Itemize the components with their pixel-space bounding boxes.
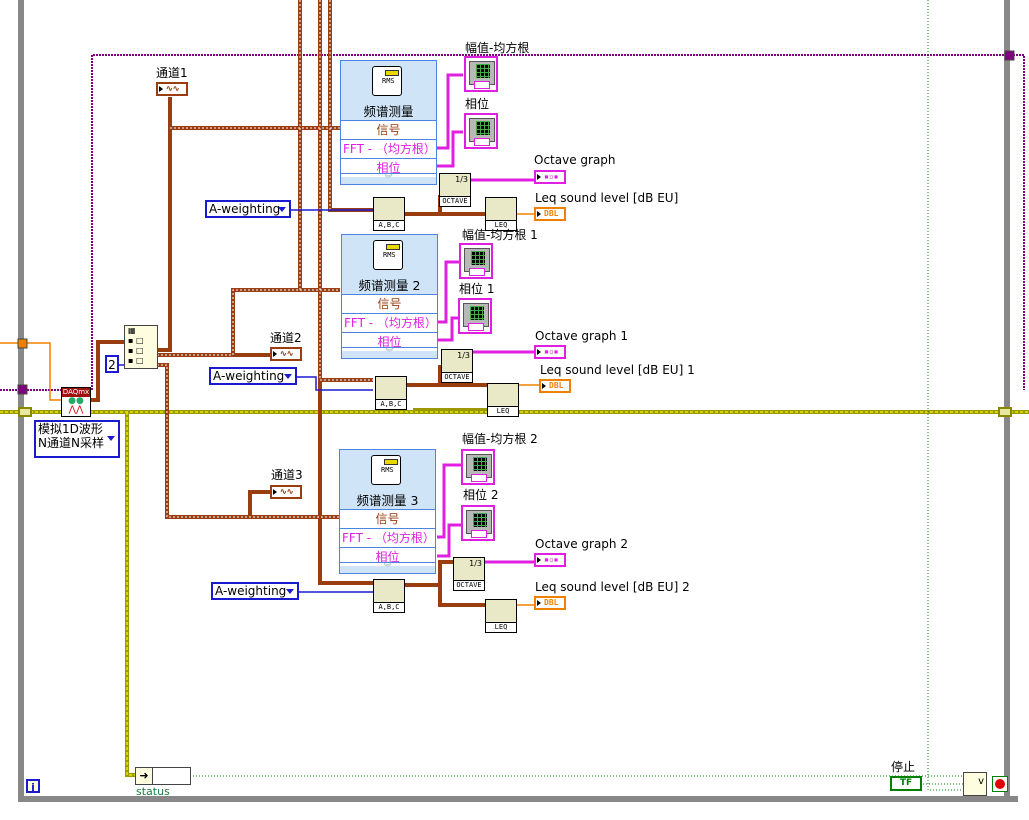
leq-vi-1[interactable]: LEQ xyxy=(485,197,517,231)
channel3-label: 通道3 xyxy=(271,468,303,482)
leq-vi-2[interactable]: LEQ xyxy=(487,383,519,417)
express-title: 频谱测量 3 xyxy=(356,493,419,508)
express-title: 频谱测量 xyxy=(363,104,414,119)
iteration-terminal: i xyxy=(26,779,40,794)
error-wire-leq xyxy=(413,408,490,412)
expand-chevron-icon[interactable]: ︾ xyxy=(342,347,437,358)
magnitude-graph-2[interactable] xyxy=(459,243,493,279)
channel2-label: 通道2 xyxy=(270,331,302,345)
octave-graph-indicator-2[interactable]: ▪▫▪ xyxy=(534,345,566,359)
daqmx-mode-line2: N通道N采样 xyxy=(38,436,104,450)
weighting-filter-vi-3[interactable]: A,B,C xyxy=(373,579,405,613)
phase-graph-label-2: 相位 1 xyxy=(459,282,495,296)
phase-graph-3[interactable] xyxy=(461,505,495,541)
signal-input[interactable]: 信号 xyxy=(342,294,437,313)
index-constant[interactable]: 2 xyxy=(105,355,119,373)
arrow-right-icon: ➜ xyxy=(136,768,153,784)
octave-graph-label-2: Octave graph 1 xyxy=(535,329,628,343)
phase-graph-1[interactable] xyxy=(464,113,498,149)
weighting-selector-1[interactable]: A-weighting xyxy=(205,200,291,218)
stop-button-terminal[interactable]: TF xyxy=(890,776,922,791)
weighting-selector-2[interactable]: A-weighting xyxy=(209,367,297,385)
task-wire-top xyxy=(91,54,1025,390)
leq-vi-3[interactable]: LEQ xyxy=(485,599,517,633)
rms-icon: RMS xyxy=(373,240,403,270)
status-label: status xyxy=(136,785,170,798)
shift-register-right[interactable] xyxy=(998,407,1012,417)
weighting-filter-vi-1[interactable]: A,B,C xyxy=(373,197,405,231)
octave-graph-label-1: Octave graph xyxy=(534,153,616,167)
channel1-waveform-indicator[interactable]: ∿∿ xyxy=(156,82,188,96)
weighting-selector-3[interactable]: A-weighting xyxy=(211,582,299,600)
magnitude-graph-3[interactable] xyxy=(461,449,495,485)
weighting-filter-vi-2[interactable]: A,B,C xyxy=(375,376,407,410)
waveform-icon: ⋀⋀ xyxy=(68,405,84,415)
channel3-waveform-indicator[interactable]: ∿∿ xyxy=(270,485,302,499)
or-label: v xyxy=(978,776,984,787)
spectral-measurement-express-vi-2[interactable]: RMS 频谱测量 2 信号 FFT - （均方根） 相位 ︾ xyxy=(341,234,438,359)
channel2-waveform-indicator[interactable]: ∿∿ xyxy=(270,347,302,361)
leq-label-3: Leq sound level [dB EU] 2 xyxy=(535,580,690,594)
fft-rms-output[interactable]: FFT - （均方根） xyxy=(342,313,437,332)
glasses-icon: ●● xyxy=(68,396,84,406)
phase-output[interactable]: 相位 xyxy=(340,547,435,566)
array-icon: ▦ xyxy=(128,326,136,335)
daqmx-read-vi[interactable]: DAQmx ●● ⋀⋀ xyxy=(61,387,91,417)
fft-rms-output[interactable]: FFT - （均方根） xyxy=(340,528,435,547)
leq-label-2: Leq sound level [dB EU] 1 xyxy=(540,363,695,377)
express-title: 频谱测量 2 xyxy=(358,278,421,293)
expand-chevron-icon[interactable]: ︾ xyxy=(340,562,435,573)
magnitude-graph-1[interactable] xyxy=(464,56,498,92)
magnitude-graph-label-2: 幅值-均方根 1 xyxy=(462,228,538,242)
task-tunnel-left xyxy=(17,384,28,395)
shift-register-left[interactable] xyxy=(18,407,32,417)
phase-graph-label-3: 相位 2 xyxy=(463,488,499,502)
octave-graph-indicator-3[interactable]: ▪▫▪ xyxy=(534,553,566,567)
rms-icon: RMS xyxy=(372,66,402,96)
signal-input[interactable]: 信号 xyxy=(340,509,435,528)
channel1-label: 通道1 xyxy=(156,66,188,80)
octave-graph-label-3: Octave graph 2 xyxy=(535,537,628,551)
phase-output[interactable]: 相位 xyxy=(342,332,437,351)
error-wire-status xyxy=(125,412,140,777)
daqmx-mode-selector[interactable]: 模拟1D波形 N通道N采样 xyxy=(34,420,120,458)
while-loop-right-border xyxy=(1004,0,1010,802)
octave-graph-indicator-1[interactable]: ▪▫▪ xyxy=(534,170,566,184)
index-array-node[interactable]: ▦ ▪ □▪ □▪ □ xyxy=(124,325,158,369)
daqmx-badge: DAQmx xyxy=(62,388,90,397)
orange-tunnel xyxy=(17,338,28,349)
while-loop-left-border xyxy=(18,0,24,800)
leq-indicator-1[interactable]: DBL xyxy=(534,207,566,221)
leq-indicator-3[interactable]: DBL xyxy=(534,596,566,610)
task-tunnel-right xyxy=(1004,50,1015,61)
orange-wire xyxy=(0,342,62,401)
unbundle-status-node[interactable]: ➜ status xyxy=(135,767,191,798)
daq-to-index-wire xyxy=(90,340,125,402)
daqmx-mode-line1: 模拟1D波形 xyxy=(38,422,103,436)
magnitude-graph-label-1: 幅值-均方根 xyxy=(465,41,530,55)
chevron-down-icon xyxy=(107,436,115,441)
spectral-measurement-express-vi-3[interactable]: RMS 频谱测量 3 信号 FFT - （均方根） 相位 ︾ xyxy=(339,449,436,574)
leq-indicator-2[interactable]: DBL xyxy=(539,379,571,393)
phase-graph-label-1: 相位 xyxy=(465,97,490,111)
expand-chevron-icon[interactable]: ︾ xyxy=(341,173,436,184)
phase-graph-2[interactable] xyxy=(458,298,492,334)
loop-condition-stop-icon[interactable] xyxy=(992,776,1008,792)
fft-rms-output[interactable]: FFT - （均方根） xyxy=(341,139,436,158)
leq-label-1: Leq sound level [dB EU] xyxy=(535,191,679,205)
magnitude-graph-label-3: 幅值-均方根 2 xyxy=(462,432,538,446)
phase-output[interactable]: 相位 xyxy=(341,158,436,177)
rms-icon: RMS xyxy=(371,455,401,485)
signal-input[interactable]: 信号 xyxy=(341,120,436,139)
spectral-measurement-express-vi-1[interactable]: RMS 频谱测量 信号 FFT - （均方根） 相位 ︾ xyxy=(340,60,437,185)
or-compound-node[interactable]: v xyxy=(963,772,987,796)
stop-label: 停止 xyxy=(891,760,916,774)
while-loop-bottom-border xyxy=(18,796,1018,802)
